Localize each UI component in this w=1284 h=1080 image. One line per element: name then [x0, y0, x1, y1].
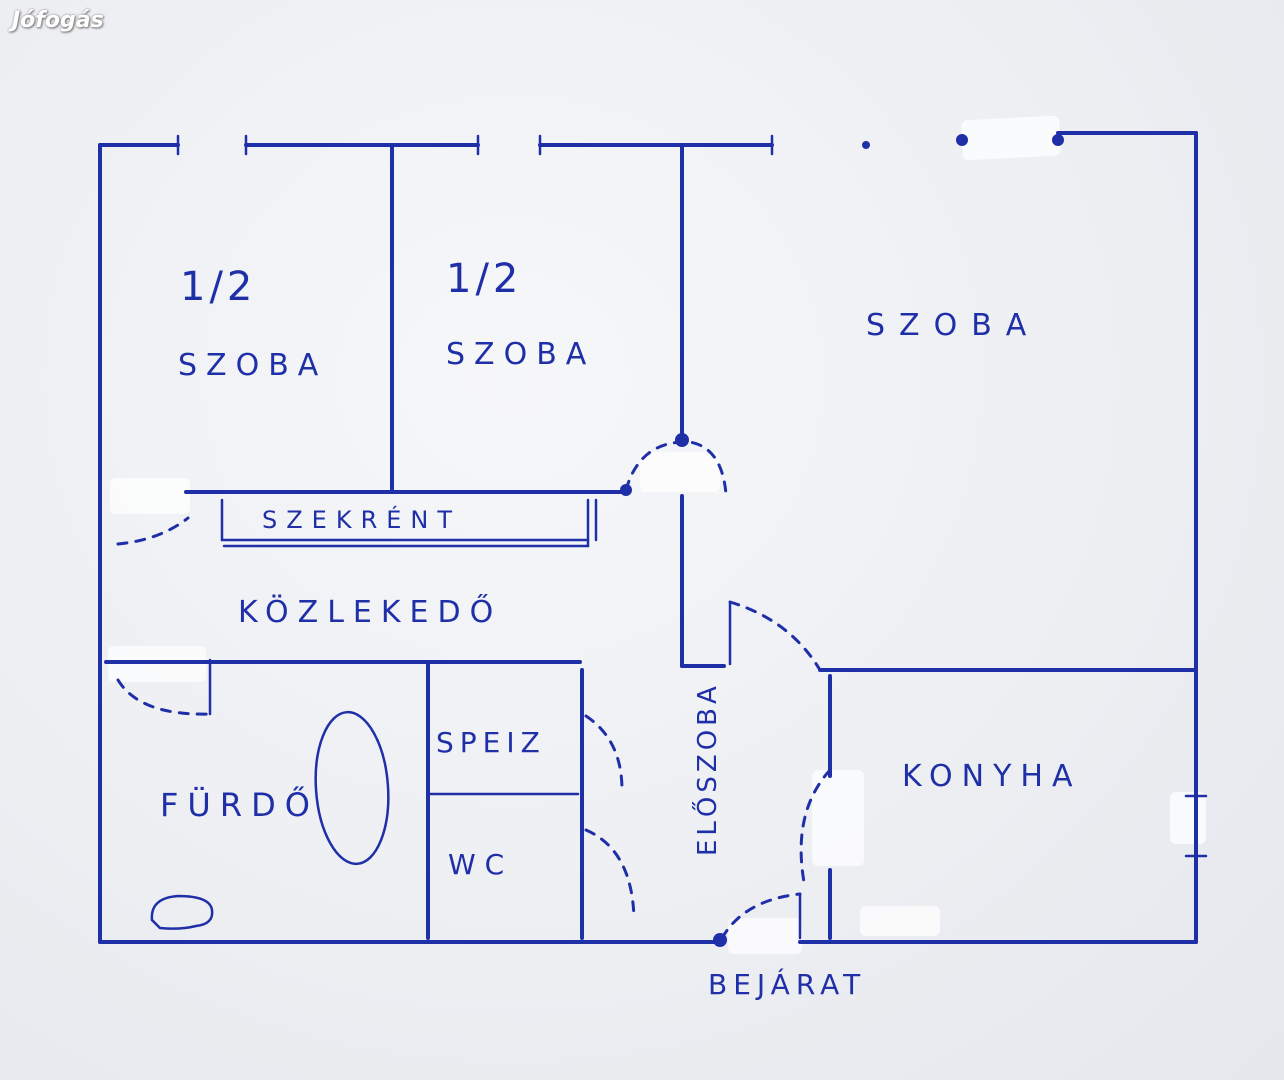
- door-swings: [116, 433, 832, 947]
- interior-walls: [104, 143, 1198, 940]
- watermark-logo: Jófogás: [12, 8, 104, 33]
- half-room-2-fraction: 1/2: [446, 256, 522, 302]
- room-labels: 1/2 SZOBA 1/2 SZOBA SZOBA SZEKRÉNT KÖZLE…: [160, 256, 1082, 1001]
- wardrobe-label: SZEKRÉNT: [262, 505, 461, 534]
- half-room-1-fraction: 1/2: [180, 264, 256, 310]
- main-room-label: SZOBA: [866, 308, 1040, 343]
- wc-label: WC: [448, 848, 513, 881]
- half-room-2-label: SZOBA: [446, 337, 595, 372]
- bathroom-fixtures: [150, 710, 390, 930]
- half-room-1-label: SZOBA: [178, 348, 327, 383]
- bathroom-label: FÜRDŐ: [160, 785, 319, 824]
- outer-walls: [98, 131, 1208, 944]
- entrance-label: BEJÁRAT: [708, 967, 866, 1001]
- pantry-label: SPEIZ: [436, 726, 546, 759]
- kitchen-label: KONYHA: [902, 759, 1082, 794]
- tape-pieces: [108, 115, 1206, 954]
- wardrobe: [220, 498, 598, 548]
- bathtub-icon: [314, 710, 390, 866]
- corridor-label: KÖZLEKEDŐ: [238, 593, 502, 630]
- hallway-label: ELŐSZOBA: [691, 682, 723, 856]
- washbasin-icon: [150, 894, 214, 930]
